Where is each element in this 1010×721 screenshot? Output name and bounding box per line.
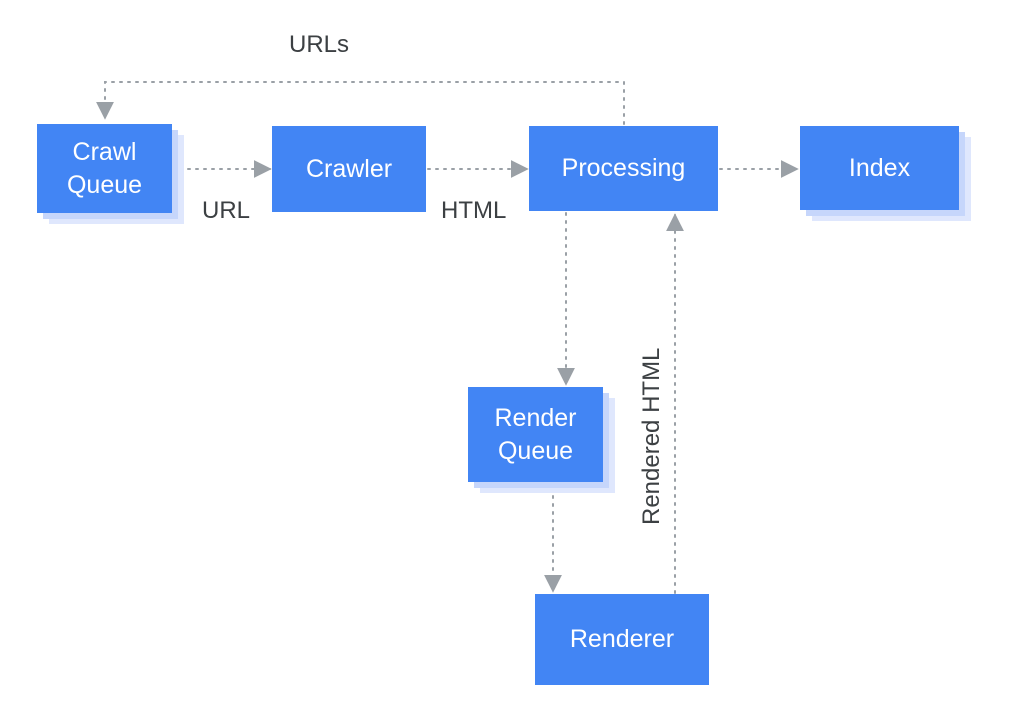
processing-label: Processing [561, 154, 686, 182]
crawl-queue-node: Crawl Queue [37, 124, 172, 213]
url-edge-label: URL [202, 197, 251, 224]
render-queue-node: Render Queue [468, 387, 603, 482]
crawl-queue-label: Crawl Queue [66, 137, 143, 199]
edge-processing-to-crawl-queue [96, 81, 625, 125]
index-label: Index [848, 153, 911, 182]
processing-node: Processing [529, 126, 718, 211]
crawler-node: Crawler [272, 126, 426, 212]
renderer-node: Renderer [535, 594, 709, 685]
crawler-label: Crawler [305, 154, 393, 183]
render-queue-label: Render Queue [494, 403, 577, 465]
renderer-label: Renderer [569, 625, 675, 653]
index-node: Index [800, 126, 959, 210]
urls-edge-label: URLs [289, 31, 350, 58]
html-edge-label: HTML [441, 197, 507, 224]
rendered-html-edge-label: Rendered HTML [638, 347, 665, 525]
